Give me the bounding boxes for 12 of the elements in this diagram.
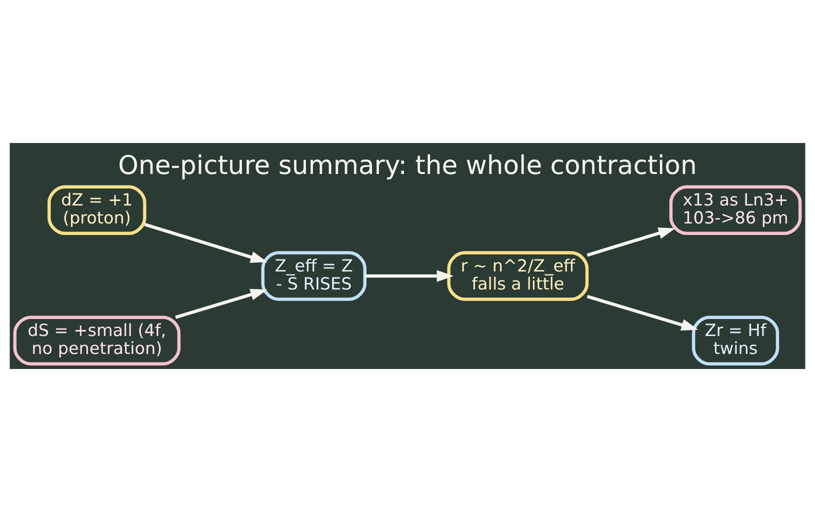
- node-box: Zr = Hf twins: [692, 316, 780, 366]
- arrow: [586, 294, 698, 331]
- arrow: [144, 222, 268, 263]
- node-box: r ~ n^2/Z_eff falls a little: [447, 251, 589, 301]
- node-box: Z_eff = Z - S RISES: [261, 251, 366, 301]
- node-box: dZ = +1 (proton): [48, 185, 146, 236]
- arrow: [175, 288, 268, 319]
- node-box: dS = +small (4f, no penetration): [13, 316, 181, 366]
- node-box: x13 as Ln3+ 103->86 pm: [669, 185, 802, 236]
- arrow: [586, 227, 676, 257]
- arrow: [364, 270, 454, 282]
- diagram-title: One-picture summary: the whole contraction: [118, 150, 697, 181]
